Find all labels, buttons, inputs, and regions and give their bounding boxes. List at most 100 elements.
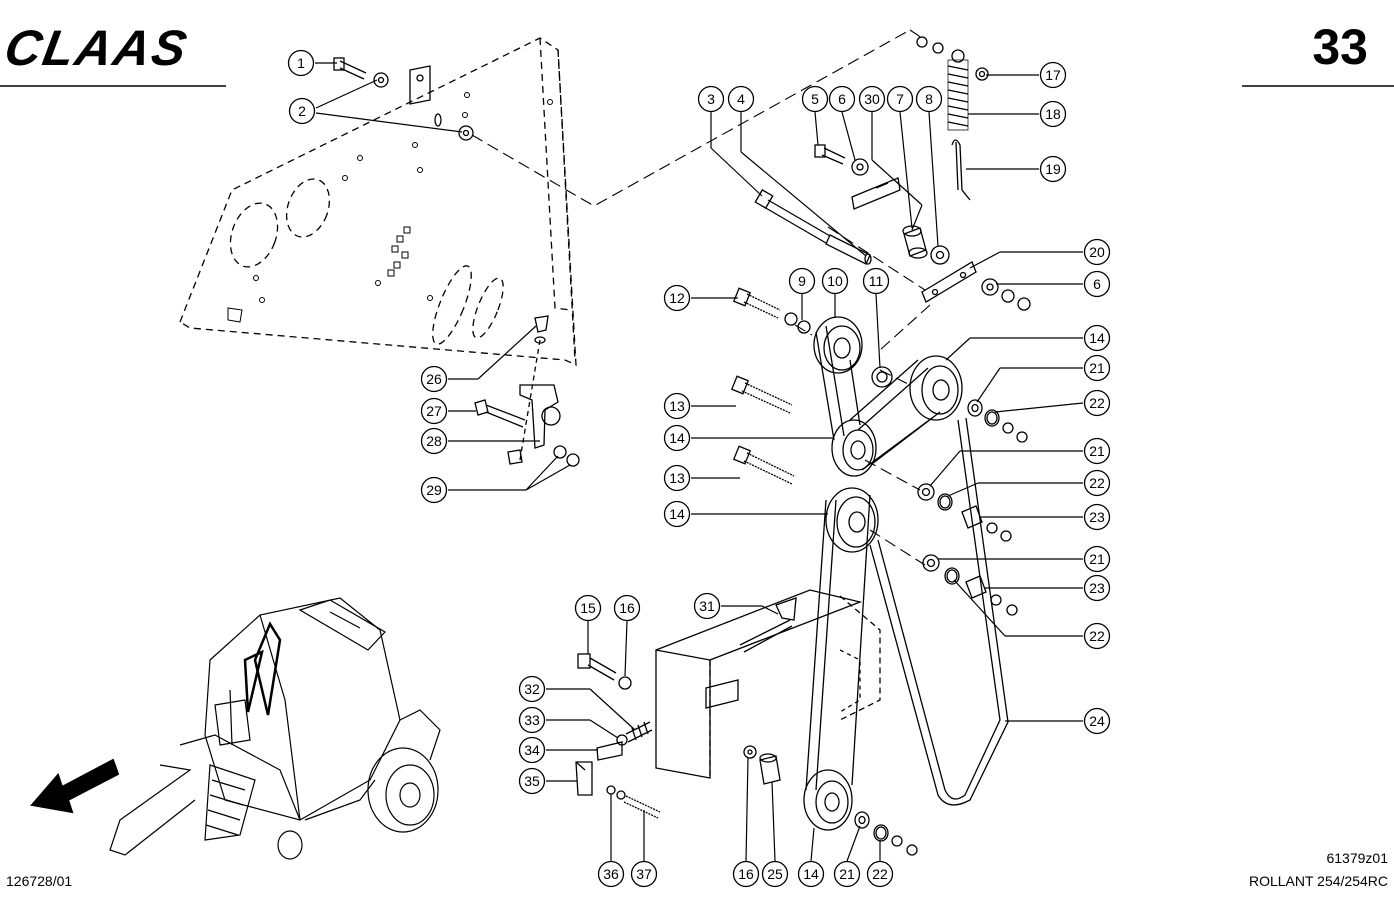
callout-c14d: 14: [797, 827, 825, 888]
callout-c30: 30: [858, 85, 923, 231]
leader-line: [710, 147, 763, 197]
ring-group-3: [922, 554, 1018, 616]
bracket-35: [575, 761, 593, 796]
callout-number: 14: [803, 866, 819, 882]
callout-circle: [1039, 155, 1067, 183]
clip-34: [596, 741, 623, 761]
callout-c27: 27: [420, 397, 476, 425]
belt-24: [805, 417, 1009, 806]
callout-circle: [797, 860, 825, 888]
callout-c23b: 23: [984, 574, 1111, 602]
callout-c14b: 14: [663, 424, 834, 452]
callout-circle: [1083, 437, 1111, 465]
leader-line: [589, 688, 636, 731]
callout-c7: 7: [886, 85, 914, 229]
callout-circle: [420, 427, 448, 455]
callout-number: 21: [1089, 443, 1105, 459]
callout-number: 22: [1089, 395, 1105, 411]
bolt-13b: [732, 445, 795, 485]
callout-c9: 9: [788, 267, 816, 320]
callout-number: 11: [869, 273, 884, 289]
washer-6b-and-nuts: [981, 278, 1031, 311]
leader-line: [846, 825, 861, 862]
roller-7: [902, 225, 928, 259]
strap-30: [851, 177, 901, 210]
doc-number: 126728/01: [6, 873, 72, 889]
callout-number: 18: [1045, 106, 1061, 122]
ring-group-2: [917, 483, 1012, 542]
callout-c23a: 23: [980, 503, 1111, 531]
callout-c22c: 22: [953, 579, 1111, 650]
callout-number: 21: [1089, 551, 1105, 567]
callout-c2: 2: [288, 79, 463, 133]
callout-number: 22: [872, 866, 888, 882]
callout-circle: [801, 85, 829, 113]
leader-line: [761, 605, 779, 615]
callout-c35: 35: [518, 767, 577, 795]
callout-circle: [697, 85, 725, 113]
callout-circle: [1083, 545, 1111, 573]
callout-number: 14: [1089, 330, 1105, 346]
callout-number: 22: [1089, 475, 1105, 491]
callout-c31: 31: [693, 592, 779, 620]
callout-circle: [663, 500, 691, 528]
leader-line: [875, 293, 881, 369]
callout-circle: [732, 860, 760, 888]
callout-circle: [1083, 503, 1111, 531]
bolt-13a: [730, 375, 793, 414]
callout-circle: [663, 284, 691, 312]
callout-number: 9: [798, 273, 806, 289]
callout-number: 8: [925, 91, 933, 107]
callout-circle: [663, 392, 691, 420]
ring-group-1: [967, 399, 1028, 443]
washer-16b: [743, 745, 757, 759]
callout-c1: 1: [287, 49, 337, 77]
leader-line: [589, 719, 619, 739]
spacer-4: [825, 234, 872, 265]
callout-number: 23: [1089, 509, 1105, 525]
callout-circle: [420, 397, 448, 425]
callout-c20: 20: [969, 238, 1111, 269]
callout-circle: [828, 85, 856, 113]
callout-c14a: 14: [945, 324, 1111, 361]
callout-c14c: 14: [663, 500, 828, 528]
washer-9: [784, 312, 811, 334]
callout-number: 20: [1089, 244, 1105, 260]
callout-circle: [886, 85, 914, 113]
spring-18: [947, 49, 969, 131]
callout-c26: 26: [420, 325, 537, 393]
callout-number: 25: [767, 866, 783, 882]
leader-line: [814, 111, 819, 146]
callout-circle: [761, 860, 789, 888]
callout-circle: [288, 97, 316, 125]
bearing-11: [871, 366, 893, 388]
callout-c22d: 22: [866, 840, 894, 888]
callout-number: 26: [426, 371, 442, 387]
long-bolt-3: [754, 189, 831, 244]
washer-8: [930, 245, 950, 265]
callout-number: 10: [827, 273, 843, 289]
callout-c16b: 16: [732, 757, 760, 888]
bolt-5: [814, 144, 846, 165]
washer-6: [851, 158, 869, 176]
sleeve-25: [759, 753, 781, 785]
leader-line: [810, 827, 815, 862]
bolt-1: [333, 57, 367, 80]
callout-circle: [518, 736, 546, 764]
pulley-14b: [831, 419, 877, 477]
callout-c22a: 22: [994, 389, 1111, 417]
leader-line: [969, 251, 1001, 269]
callout-number: 30: [864, 91, 880, 107]
callout-c28: 28: [420, 427, 540, 455]
callout-number: 28: [426, 433, 442, 449]
callout-c13a: 13: [663, 392, 736, 420]
mounting-bracket: [655, 589, 881, 779]
callout-number: 6: [838, 91, 846, 107]
callout-circle: [727, 85, 755, 113]
callout-circle: [693, 592, 721, 620]
callout-circle: [1039, 61, 1067, 89]
callout-circle: [915, 85, 943, 113]
leader-line: [929, 450, 961, 487]
callout-c21a: 21: [976, 354, 1111, 403]
